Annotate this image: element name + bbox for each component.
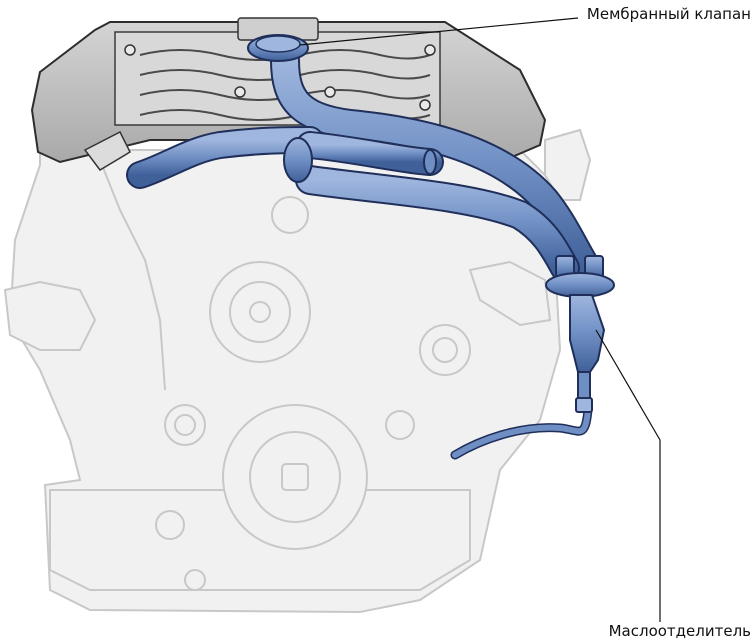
t-junction [283, 137, 313, 183]
engine-left-mount [3, 280, 97, 351]
leader-line-separator [595, 329, 661, 622]
leader-line-valve [299, 17, 579, 46]
oil-separator [545, 255, 615, 413]
engine-block [3, 128, 592, 614]
membrane-valve [247, 34, 309, 62]
dipstick-tube [99, 159, 166, 391]
label-membrane-valve: Мембранный клапан [586, 5, 751, 23]
label-oil-separator: Маслоотделитель [608, 622, 751, 640]
oil-filler-neck [544, 128, 592, 201]
crankcase-breather-hoses [126, 45, 603, 460]
coolant-connector [468, 260, 552, 327]
leader-lines [299, 17, 661, 622]
coil-connector [83, 130, 131, 171]
